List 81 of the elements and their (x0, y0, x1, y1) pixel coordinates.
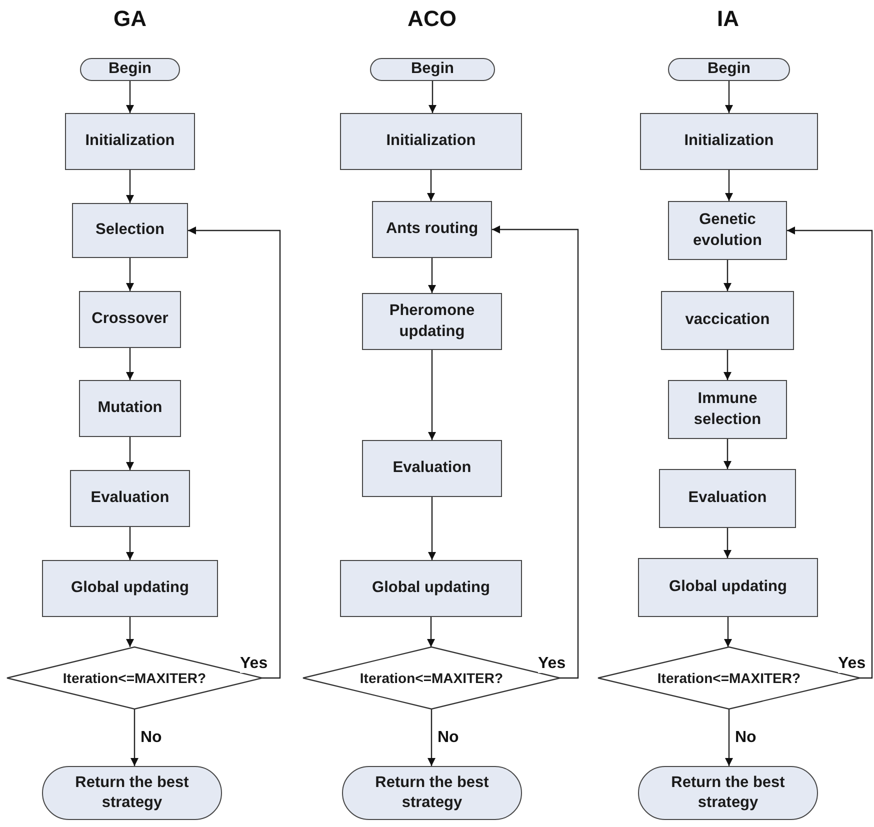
node-label: Begin (108, 59, 152, 80)
arrow (492, 226, 579, 679)
process-box (72, 203, 188, 258)
arrow (428, 350, 436, 440)
node-label: Global updating (372, 578, 490, 598)
terminal-box (80, 58, 180, 81)
arrow (126, 170, 134, 203)
node-label: Initialization (386, 131, 476, 152)
node-label: Evaluation (90, 488, 170, 508)
node-label: Return the best strategy (670, 772, 786, 813)
arrow (188, 226, 281, 679)
column-heading: ACO (408, 6, 456, 32)
node-label: Crossover (92, 309, 168, 330)
arrow (787, 226, 873, 679)
node-label: Begin (707, 59, 751, 80)
node-label: Mutation (98, 398, 162, 418)
node-label: Evaluation (688, 488, 767, 508)
arrow (126, 617, 134, 647)
node-label: Return the best strategy (74, 772, 190, 813)
terminal-box (342, 766, 522, 820)
arrow (428, 81, 436, 113)
arrow (427, 170, 435, 201)
arrow (724, 439, 732, 469)
process-box (668, 201, 787, 260)
process-box (659, 469, 796, 528)
process-box (70, 470, 190, 527)
arrow (724, 260, 732, 291)
column-heading: IA (717, 6, 739, 32)
arrow (428, 258, 436, 293)
node-label: Return the best strategy (374, 772, 490, 813)
arrow (428, 497, 436, 560)
process-box (42, 560, 218, 617)
arrow (724, 350, 732, 380)
process-box (668, 380, 787, 439)
edge-label: Yes (538, 655, 566, 673)
node-label: vaccication (685, 310, 770, 330)
arrow (724, 528, 732, 558)
arrow (428, 709, 436, 766)
node-label: Global updating (71, 578, 189, 598)
terminal-box (638, 766, 818, 820)
process-box (661, 291, 794, 350)
terminal-box (42, 766, 222, 820)
process-box (65, 113, 195, 170)
process-box (362, 440, 502, 497)
arrow (724, 617, 732, 647)
process-box (340, 560, 522, 617)
node-label: Initialization (684, 131, 774, 152)
terminal-box (668, 58, 790, 81)
column-heading: GA (114, 6, 146, 32)
node-label: Evaluation (392, 458, 472, 478)
arrow (427, 617, 435, 647)
node-label: Genetic evolution (692, 210, 763, 250)
node-label: Iteration<=MAXITER? (657, 668, 801, 688)
terminal-box (370, 58, 495, 81)
arrow (126, 348, 134, 380)
node-label: Begin (410, 59, 454, 80)
edge-label: Yes (838, 655, 866, 673)
edge-label: Yes (240, 655, 268, 673)
node-label: Global updating (669, 577, 787, 598)
arrow (725, 170, 733, 201)
node-label: Pheromone updating (388, 301, 476, 342)
process-box (340, 113, 522, 170)
arrow (126, 527, 134, 560)
node-label: Iteration<=MAXITER? (360, 668, 504, 688)
process-box (638, 558, 818, 617)
arrow (126, 258, 134, 291)
arrow (725, 709, 733, 766)
process-box (79, 380, 181, 437)
node-label: Ants routing (386, 219, 478, 240)
node-label: Iteration<=MAXITER? (62, 668, 206, 688)
arrow (130, 709, 138, 766)
process-box (362, 293, 502, 350)
node-label: Immune selection (692, 389, 762, 430)
process-box (79, 291, 181, 348)
arrow (126, 437, 134, 470)
node-label: Selection (96, 220, 164, 240)
arrow (725, 81, 733, 113)
node-label: Initialization (85, 131, 175, 152)
arrow (126, 81, 134, 113)
process-box (372, 201, 492, 258)
process-box (640, 113, 818, 170)
